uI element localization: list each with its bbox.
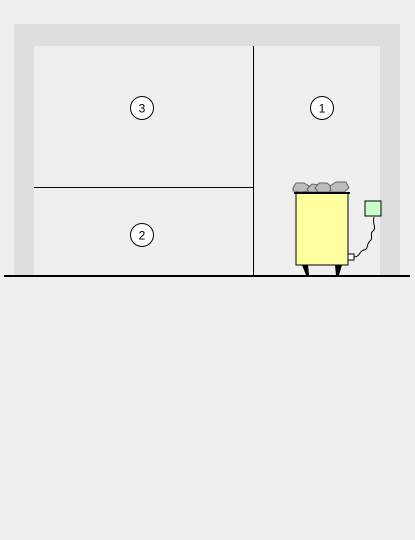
sauna-stones-icon: [292, 181, 350, 193]
zone-marker-circle: [310, 96, 334, 120]
heater-leg: [335, 265, 342, 275]
zone-marker-circle: [130, 223, 154, 247]
zone-marker-1: 1: [310, 96, 334, 120]
zone-marker-3: 3: [130, 96, 154, 120]
control-cable: [353, 216, 376, 258]
zone-marker-2: 2: [130, 223, 154, 247]
zone-label-2: 2: [139, 229, 146, 243]
sauna-heater-icon: [292, 181, 355, 275]
zone-marker-circle: [130, 96, 154, 120]
heater-connector: [347, 253, 355, 261]
control-unit-icon: [364, 200, 382, 217]
heater-leg: [302, 265, 309, 275]
zone-label-3: 3: [139, 102, 146, 116]
zone-label-1: 1: [319, 102, 326, 116]
heater-body: [295, 192, 349, 266]
